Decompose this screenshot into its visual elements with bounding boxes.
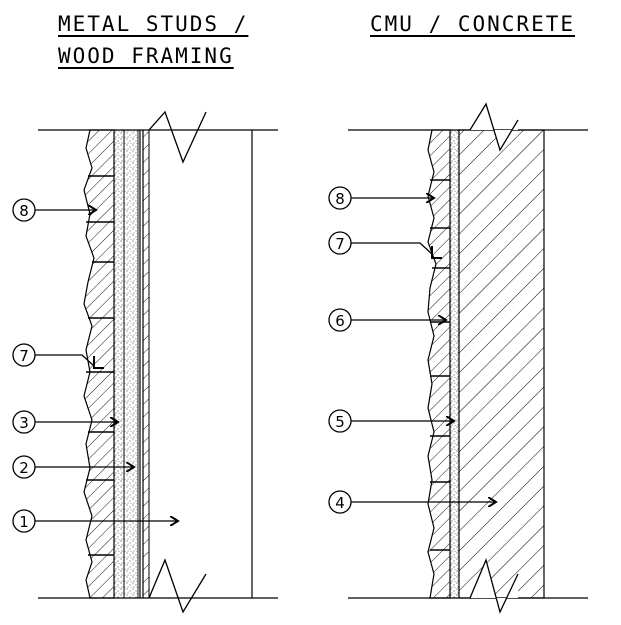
callout-7-right: 7 bbox=[328, 231, 442, 259]
svg-text:4: 4 bbox=[335, 494, 345, 512]
right-break-bottom bbox=[469, 558, 519, 614]
callout-7-left: 7 bbox=[12, 343, 104, 369]
callout-6-right: 6 bbox=[328, 308, 446, 332]
svg-text:8: 8 bbox=[335, 190, 345, 208]
callout-5-right: 5 bbox=[328, 409, 454, 433]
title-cmu-concrete: CMU / CONCRETE bbox=[370, 12, 576, 36]
callout-1-left: 1 bbox=[12, 509, 178, 533]
left-wall-section: 8 7 3 2 1 bbox=[12, 110, 278, 614]
callout-2-left: 2 bbox=[12, 455, 134, 479]
svg-text:6: 6 bbox=[335, 312, 345, 330]
svg-text:1: 1 bbox=[19, 513, 29, 531]
mortar-bed bbox=[113, 129, 125, 599]
callout-8-right: 8 bbox=[328, 186, 434, 210]
svg-text:7: 7 bbox=[335, 235, 345, 253]
callout-3-left: 3 bbox=[12, 410, 118, 434]
stone-veneer bbox=[83, 129, 115, 599]
cmu-concrete bbox=[458, 129, 545, 599]
stone-veneer-right bbox=[427, 129, 451, 599]
stone-joints bbox=[86, 175, 114, 556]
svg-text:3: 3 bbox=[19, 414, 29, 432]
backing-layer bbox=[142, 129, 150, 599]
svg-text:5: 5 bbox=[335, 413, 345, 431]
svg-text:7: 7 bbox=[19, 347, 29, 365]
callout-8-left: 8 bbox=[12, 198, 96, 222]
stone-joints-right bbox=[430, 179, 450, 551]
title-metal-studs: METAL STUDS / bbox=[58, 12, 249, 36]
left-break-top bbox=[148, 110, 207, 164]
svg-text:8: 8 bbox=[19, 202, 29, 220]
right-wall-section: 8 7 6 5 4 bbox=[328, 102, 588, 614]
callout-4-right: 4 bbox=[328, 490, 496, 514]
svg-text:2: 2 bbox=[19, 459, 29, 477]
left-break-bottom bbox=[148, 558, 207, 614]
right-break-top bbox=[469, 102, 519, 152]
title-wood-framing: WOOD FRAMING bbox=[58, 44, 234, 68]
mortar-bed-right bbox=[449, 129, 460, 599]
sheathing-board bbox=[123, 129, 139, 599]
